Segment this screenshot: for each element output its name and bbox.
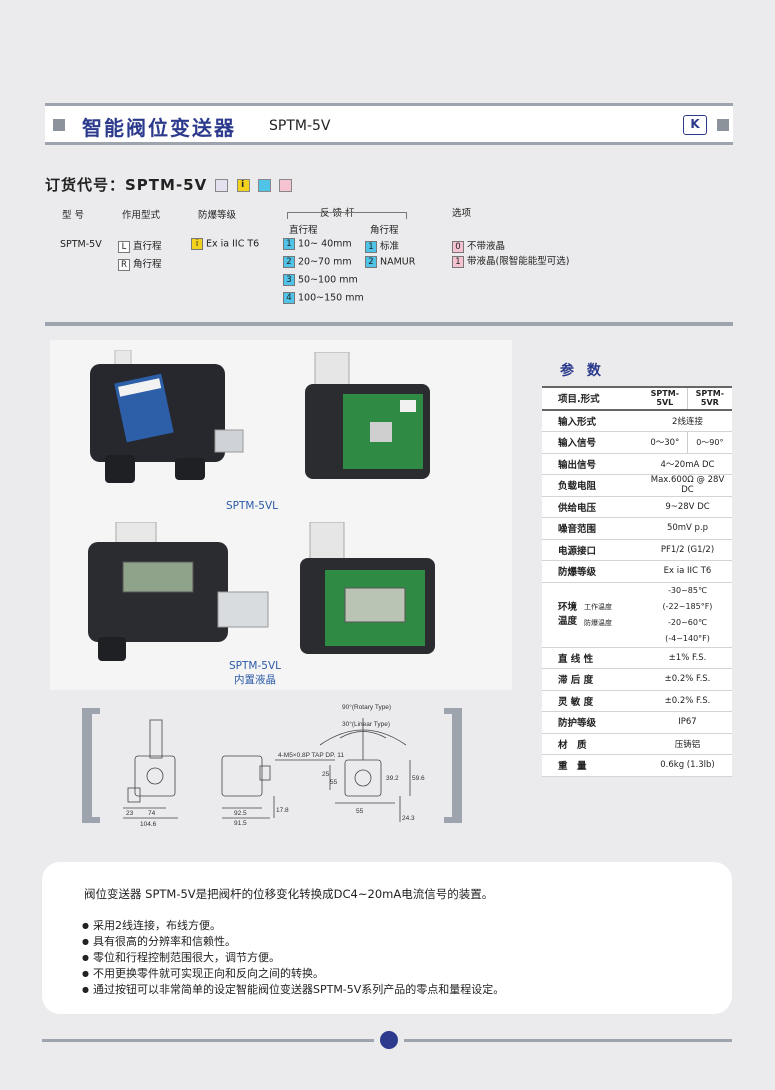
svg-text:17.8: 17.8: [276, 807, 289, 814]
list-item: 零位和行程控制范围很大，调节方便。: [82, 950, 504, 966]
order-code-label: 订货代号：SPTM-5V i: [45, 174, 293, 195]
table-row: 滞 后 度±0.2% F.S.: [542, 668, 732, 691]
dimension-drawings: 90°(Rotary Type) 30°(Linear Type) 4-M5×0…: [123, 703, 425, 828]
title-square-right: [717, 119, 729, 131]
kc-cert-icon: K: [683, 115, 707, 135]
params-head-row: 项目.形式 SPTM-5VL SPTM-5VR: [542, 386, 732, 411]
svg-text:74: 74: [148, 810, 156, 817]
drawing-bracket-left-bottom: [82, 817, 100, 823]
svg-text:30°(Linear Type): 30°(Linear Type): [342, 720, 390, 728]
table-row: 环境温度工作温度防爆温度 -30~85℃(-22~185°F)-20~60℃(-…: [542, 582, 732, 648]
photo-caption-2: SPTM-5VL 内置液晶: [215, 660, 295, 687]
section-divider: [45, 322, 733, 326]
table-row: 材 质压铸铝: [542, 733, 732, 755]
header-model: 型 号: [62, 210, 85, 221]
description-panel: 阀位变送器 SPTM-5V是把阀杆的位移变化转换成DC4~20mA电流信号的装置…: [42, 862, 732, 1014]
drawing-bracket-right: [452, 708, 462, 823]
photo-caption-1: SPTM-5VL: [226, 500, 278, 512]
list-item: 不用更换零件就可实现正向和反向之间的转换。: [82, 966, 504, 982]
chip-feedback: [257, 179, 271, 192]
header-explosion: 防爆等级: [198, 210, 237, 221]
feature-list: 采用2线连接，布线方便。 具有很高的分辨率和信赖性。 零位和行程控制范围很大，调…: [82, 918, 504, 998]
list-item: 采用2线连接，布线方便。: [82, 918, 504, 934]
params-title: 参 数: [560, 363, 605, 379]
svg-text:90°(Rotary Type): 90°(Rotary Type): [342, 703, 391, 711]
svg-text:92.5: 92.5: [234, 810, 247, 817]
footer-dot: [380, 1031, 398, 1049]
svg-text:55: 55: [356, 808, 364, 815]
description-intro: 阀位变送器 SPTM-5V是把阀杆的位移变化转换成DC4~20mA电流信号的装置…: [84, 887, 494, 901]
chip-option: [279, 179, 293, 192]
svg-text:91.5: 91.5: [234, 820, 247, 827]
drawing-bracket-left-top: [82, 708, 100, 714]
svg-text:4-M5×0.8P TAP DP. 11: 4-M5×0.8P TAP DP. 11: [278, 752, 344, 759]
page-model: SPTM-5V: [269, 118, 331, 134]
drawing-bracket-right-bottom: [444, 817, 462, 823]
page-title: 智能阀位变送器: [82, 116, 236, 140]
footer-line-right: [404, 1039, 732, 1042]
header-action: 作用型式: [122, 210, 161, 221]
order-code-text: 订货代号：SPTM-5V: [45, 176, 208, 194]
header-feedback: 反 馈 杆: [320, 208, 355, 219]
drawing-bracket-right-top: [444, 708, 462, 714]
title-bar: 智能阀位变送器 SPTM-5V K: [45, 103, 733, 145]
svg-text:23: 23: [126, 810, 134, 817]
svg-text:59.6: 59.6: [412, 775, 425, 782]
svg-text:104.6: 104.6: [140, 821, 157, 828]
footer-line-left: [42, 1039, 374, 1042]
header-options: 选项: [452, 208, 472, 219]
svg-text:55: 55: [330, 779, 338, 786]
product-photo-1: [90, 350, 244, 483]
svg-text:25: 25: [322, 771, 330, 778]
drawing-bracket-left: [82, 708, 92, 823]
env-temp-label: 环境温度工作温度防爆温度: [542, 582, 643, 648]
model-value: SPTM-5V: [60, 239, 102, 250]
header-rotary: 角行程: [370, 225, 399, 236]
env-temp-values: -30~85℃(-22~185°F)-20~60℃(-4~140°F): [643, 582, 732, 648]
photo-caption-2-line2: 内置液晶: [234, 674, 276, 686]
table-row: 灵 敏 度±0.2% F.S.: [542, 690, 732, 712]
product-photo-4: [300, 522, 435, 654]
feedback-bracket: [287, 212, 407, 219]
photo-caption-2-line1: SPTM-5VL: [229, 660, 281, 672]
params-head-col1: SPTM-5VL: [643, 386, 688, 411]
product-photo-3: [88, 522, 269, 661]
chip-explosion: i: [236, 179, 250, 192]
svg-text:24.3: 24.3: [402, 815, 415, 822]
svg-text:39.2: 39.2: [386, 775, 399, 782]
table-row: 直 线 性±1% F.S.: [542, 647, 732, 669]
params-head-item: 项目.形式: [542, 386, 643, 411]
title-square-left: [53, 119, 65, 131]
chip-action: [215, 179, 229, 192]
list-item: 通过按钮可以非常简单的设定智能阀位变送器SPTM-5V系列产品的零点和量程设定。: [82, 982, 504, 998]
params-head-col2: SPTM-5VR: [686, 386, 732, 411]
header-linear: 直行程: [289, 225, 318, 236]
product-photo-2: [305, 352, 430, 479]
list-item: 具有很高的分辨率和信赖性。: [82, 934, 504, 950]
